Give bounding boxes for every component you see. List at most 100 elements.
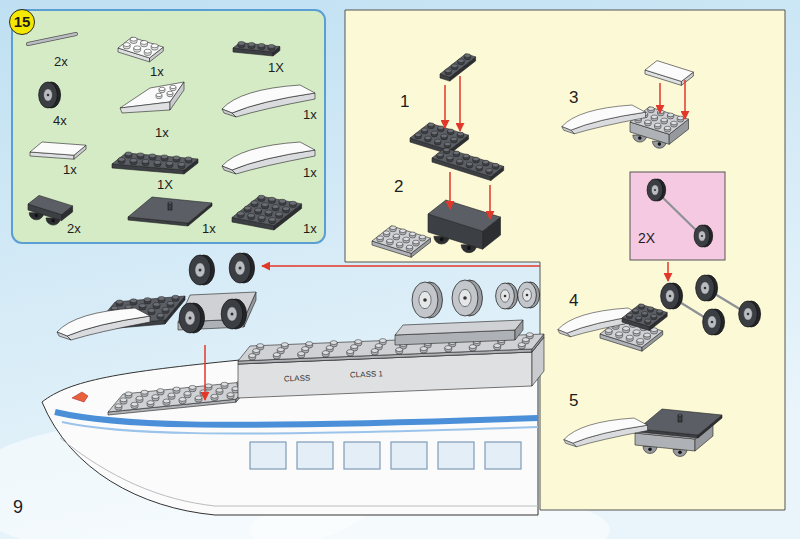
assembly-steps-art-part [458, 59, 464, 63]
assembly-steps-art-part [387, 239, 393, 243]
train-car-part [167, 301, 174, 305]
train-car-part [322, 351, 329, 355]
train-car-part [239, 267, 242, 270]
parts-list-art-part [222, 85, 315, 117]
page-number: 9 [13, 497, 23, 518]
train-car-part [130, 299, 137, 303]
assembly-steps-art-part [397, 242, 403, 246]
assembly-steps-art-part [638, 136, 642, 140]
assembly-steps-art-part [409, 232, 415, 236]
quantity-label: 1x [303, 108, 317, 123]
train-car-part [185, 311, 195, 325]
assembly-steps-art-part [648, 307, 654, 310]
parts-list-art-part [134, 46, 141, 50]
parts-list-art-part [244, 206, 251, 210]
assembly-steps-art-part [694, 225, 710, 247]
parts-list-art-part [123, 43, 130, 47]
train-car-part [60, 438, 538, 506]
train-car-part [273, 353, 280, 357]
parts-list-art-part [130, 37, 137, 41]
assembly-steps-art-part [413, 240, 419, 244]
assembly-steps-art-part [428, 123, 434, 127]
assembly-steps-art-part [661, 118, 667, 122]
train-car-part [211, 394, 218, 398]
assembly-steps-art-part [678, 415, 682, 422]
train-car-part [281, 343, 288, 347]
train-car-part [125, 392, 132, 396]
assembly-steps-art-part [377, 236, 383, 240]
assembly-steps-art-part [643, 447, 657, 454]
parts-list-art-part [28, 195, 73, 214]
assembly-steps-art-part [673, 450, 687, 457]
train-car-part [445, 346, 452, 350]
assembly-steps-art-part [655, 123, 661, 127]
parts-list-art-part [237, 211, 244, 215]
train-car-part [423, 298, 427, 302]
assembly-steps-art-part [463, 154, 469, 158]
assembly-steps-art-part [696, 275, 715, 301]
assembly-steps-art-part [453, 151, 459, 155]
train-car-part [526, 333, 533, 337]
train-car-part [189, 255, 211, 285]
train-car-part [115, 404, 122, 408]
parts-list-art-part [289, 201, 296, 205]
assembly-steps-art-part [425, 136, 431, 140]
train-car-part [184, 391, 191, 395]
train-car-part [116, 300, 123, 304]
parts-list-art-part [120, 102, 170, 113]
train-car-part [253, 349, 260, 353]
assembly-steps-art-part [698, 231, 705, 242]
train-car-part [157, 313, 164, 317]
train-car-part [204, 345, 206, 400]
quantity-label: 1x [155, 126, 169, 141]
assembly-steps-art-part [638, 409, 722, 435]
parts-list-art-part [30, 142, 86, 155]
parts-list-art-part [118, 157, 125, 161]
train-car-part [189, 385, 196, 389]
train-car-part [420, 347, 427, 351]
assembly-steps-art-part [651, 185, 658, 196]
train-car-part [195, 396, 202, 400]
assembly-steps-art-part [443, 148, 449, 152]
train-car-part [257, 344, 264, 348]
train-car-part [57, 308, 150, 340]
parts-list-art-part [28, 34, 76, 44]
train-car-part [205, 384, 212, 388]
train-car-part [200, 390, 207, 394]
train-car-part [189, 317, 192, 320]
quantity-label: 4x [53, 114, 67, 129]
callout-number: 3 [569, 88, 578, 108]
train-car-part [163, 399, 170, 403]
assembly-steps-art-part [747, 313, 750, 316]
callout-number: 5 [569, 391, 578, 411]
assembly-steps-art-part [636, 316, 642, 319]
assembly-steps-art-part [704, 287, 707, 290]
assembly-steps-art-part [419, 235, 425, 239]
assembly-steps-art-part [451, 64, 457, 68]
assembly-steps-art-part [633, 309, 639, 312]
parts-list-art-part [166, 161, 173, 165]
train-car-part [57, 332, 71, 340]
train-car-part [391, 442, 427, 469]
train-car-part [412, 282, 438, 318]
assembly-steps-art-part [667, 262, 669, 281]
train-car-part [379, 339, 386, 343]
assembly-steps-art-part [658, 110, 664, 114]
parts-list-art-part [238, 41, 245, 45]
assembly-steps-art-part [644, 333, 651, 337]
assembly-steps-art-part [708, 316, 717, 328]
assembly-steps-art-part [486, 168, 492, 172]
train-car-part [172, 295, 179, 299]
parts-list-art-part [112, 153, 198, 170]
parts-list-art-part [222, 142, 315, 174]
train-car-part [469, 345, 476, 349]
parts-list-art-part [51, 219, 55, 223]
assembly-steps-art-part [558, 330, 571, 337]
assembly-steps-art-part [711, 321, 714, 324]
assembly-steps-art-part [440, 237, 444, 241]
assembly-steps-art-part [457, 132, 463, 136]
train-car-part [168, 393, 175, 397]
parts-list-art-part [161, 155, 168, 159]
